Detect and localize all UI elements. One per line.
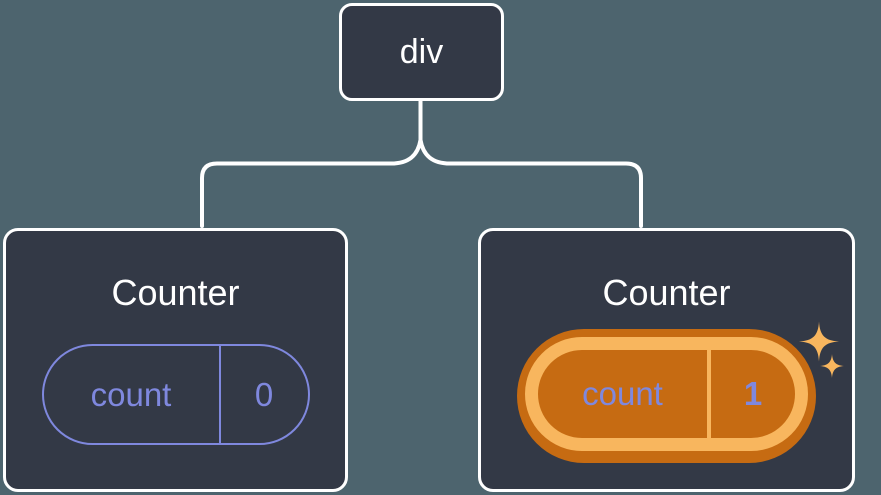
div-node-label: div <box>399 32 444 71</box>
div-node: div <box>339 3 504 101</box>
connector-branch-left <box>200 138 423 228</box>
connector-branch-right <box>418 138 643 228</box>
counter-card-left: Counter count 0 <box>3 228 348 492</box>
highlighted-state-pill-inner: count 1 <box>525 337 808 451</box>
highlighted-state-pill: count 1 <box>517 329 816 463</box>
count-state-pill: count 0 <box>41 344 310 445</box>
counter-title: Counter <box>602 272 731 313</box>
state-value: 1 <box>743 375 763 412</box>
pill-divider <box>707 350 711 438</box>
state-key-label: count <box>582 375 663 412</box>
counter-card-right: Counter count 1 <box>478 228 855 492</box>
state-key-label: count <box>90 375 172 413</box>
pill-divider <box>218 346 221 443</box>
counter-title: Counter <box>111 272 240 313</box>
state-value: 0 <box>254 375 274 413</box>
